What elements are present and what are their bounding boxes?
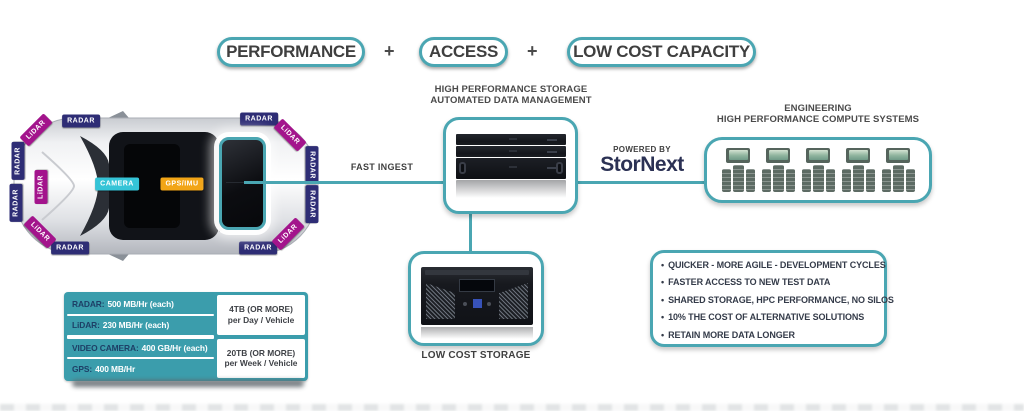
storage-title-line1: HIGH PERFORMANCE STORAGE xyxy=(434,84,588,95)
gps-imu-tag: GPS/IMU xyxy=(160,177,204,191)
group-divider xyxy=(67,334,214,339)
cropped-bottom-text-strip xyxy=(0,404,1024,411)
server-reflection xyxy=(456,180,566,198)
tape-mesh-panel xyxy=(426,283,455,319)
rate-label: RADAR: xyxy=(72,299,105,310)
table-row: LiDAR: 230 MB/Hr (each) xyxy=(67,316,214,335)
workstation-icon xyxy=(840,148,876,192)
radar-tag: RADAR xyxy=(62,114,100,128)
tape-top-bar xyxy=(425,270,529,275)
server-stack-image xyxy=(456,134,566,198)
radar-tag: RADAR xyxy=(9,184,23,222)
workstation-icon xyxy=(720,148,756,192)
stornext-connector-line xyxy=(578,181,705,184)
low-cost-storage-box xyxy=(408,251,544,346)
workstation-icon xyxy=(760,148,796,192)
total-cell: 4TB (OR MORE) per Day / Vehicle xyxy=(217,295,305,335)
high-performance-storage-box xyxy=(443,117,578,214)
benefit-item: 10% THE COST OF ALTERNATIVE SOLUTIONS xyxy=(661,309,881,326)
rate-label: GPS: xyxy=(72,363,93,374)
radar-tag: RADAR xyxy=(305,185,319,223)
storage-section-title: HIGH PERFORMANCE STORAGE AUTOMATED DATA … xyxy=(401,84,621,106)
total-line1: 4TB (OR MORE) xyxy=(229,304,293,315)
stornext-logo: StorNext xyxy=(600,153,684,176)
tape-screen-button xyxy=(473,299,482,308)
engineering-section-title: ENGINEERING HIGH PERFORMANCE COMPUTE SYS… xyxy=(703,103,933,125)
tape-knob xyxy=(463,302,467,306)
monitor-icon xyxy=(886,148,910,163)
low-cost-capacity-pill: LOW COST CAPACITY xyxy=(567,37,756,67)
radar-tag: RADAR xyxy=(51,241,89,255)
lidar-tag: LiDAR xyxy=(34,170,48,204)
low-cost-connector-line xyxy=(469,214,472,251)
camera-tag: CAMERA xyxy=(95,177,139,191)
engineering-title-line2: HIGH PERFORMANCE COMPUTE SYSTEMS xyxy=(716,114,920,125)
table-drop-shadow xyxy=(72,380,304,387)
rate-value: 400 GB/Hr (each) xyxy=(141,342,208,353)
total-line2: per Week / Vehicle xyxy=(224,358,298,369)
rate-label: LiDAR: xyxy=(72,320,100,331)
storage-title-line2: AUTOMATED DATA MANAGEMENT xyxy=(430,95,592,106)
hood-line xyxy=(41,151,76,221)
access-pill: ACCESS xyxy=(419,37,508,67)
low-cost-storage-label: LOW COST STORAGE xyxy=(421,350,531,361)
radar-tag: RADAR xyxy=(305,146,319,184)
benefit-item: SHARED STORAGE, HPC PERFORMANCE, NO SILO… xyxy=(661,292,894,309)
tape-display xyxy=(459,279,495,292)
windshield xyxy=(80,136,109,236)
ingest-connector-line xyxy=(244,181,443,184)
side-mirror-icon xyxy=(108,254,129,261)
server-handle xyxy=(459,162,466,174)
benefit-item: FASTER ACCESS TO NEW TEST DATA xyxy=(661,274,881,291)
engineering-title-line1: ENGINEERING xyxy=(784,103,852,114)
monitor-icon xyxy=(726,148,750,163)
rate-value: 230 MB/Hr (each) xyxy=(102,320,170,331)
tape-knob xyxy=(487,302,491,306)
benefits-list: QUICKER - MORE AGILE - DEVELOPMENT CYCLE… xyxy=(661,257,894,344)
radar-tag: RADAR xyxy=(11,142,25,180)
radar-tag: RADAR xyxy=(240,112,278,126)
tape-reflection xyxy=(421,327,533,339)
data-rates-left-column: RADAR: 500 MB/Hr (each) LiDAR: 230 MB/Hr… xyxy=(67,295,214,378)
benefit-item: QUICKER - MORE AGILE - DEVELOPMENT CYCLE… xyxy=(661,257,886,274)
monitor-icon xyxy=(806,148,830,163)
table-row: RADAR: 500 MB/Hr (each) xyxy=(67,295,214,314)
table-row: GPS: 400 MB/Hr xyxy=(67,359,214,378)
row-divider xyxy=(67,313,214,316)
benefit-item: RETAIN MORE DATA LONGER xyxy=(661,327,881,344)
performance-pill: PERFORMANCE xyxy=(217,37,365,67)
monitor-icon xyxy=(846,148,870,163)
rate-value: 500 MB/Hr (each) xyxy=(107,299,174,310)
server-handle xyxy=(556,162,563,174)
rate-label: VIDEO CAMERA: xyxy=(72,342,139,353)
plus-sign: + xyxy=(384,41,395,61)
server-unit xyxy=(456,134,566,145)
plus-sign: + xyxy=(527,41,538,61)
data-rates-table: RADAR: 500 MB/Hr (each) LiDAR: 230 MB/Hr… xyxy=(64,292,308,381)
total-cell: 20TB (OR MORE) per Week / Vehicle xyxy=(217,338,305,378)
radar-tag: RADAR xyxy=(239,241,277,255)
total-line2: per Day / Vehicle xyxy=(227,314,295,325)
server-unit xyxy=(456,158,566,179)
side-mirror-icon xyxy=(108,111,129,118)
workstation-icon xyxy=(880,148,916,192)
rate-value: 400 MB/Hr xyxy=(95,363,136,374)
workstation-icon xyxy=(800,148,836,192)
table-row: VIDEO CAMERA: 400 GB/Hr (each) xyxy=(67,339,214,358)
sunroof xyxy=(124,144,180,228)
data-rates-right-column: 4TB (OR MORE) per Day / Vehicle 20TB (OR… xyxy=(217,295,305,378)
tape-mesh-panel xyxy=(499,283,528,319)
monitor-icon xyxy=(766,148,790,163)
powered-by-stornext: POWERED BY StorNext xyxy=(596,145,688,176)
total-line1: 20TB (OR MORE) xyxy=(226,347,296,358)
engineering-compute-box xyxy=(704,137,932,203)
tape-library-image xyxy=(421,267,533,325)
server-unit xyxy=(456,146,566,157)
powered-by-label: POWERED BY xyxy=(613,145,671,154)
row-divider xyxy=(67,357,214,360)
fast-ingest-label: FAST INGEST xyxy=(350,162,414,172)
